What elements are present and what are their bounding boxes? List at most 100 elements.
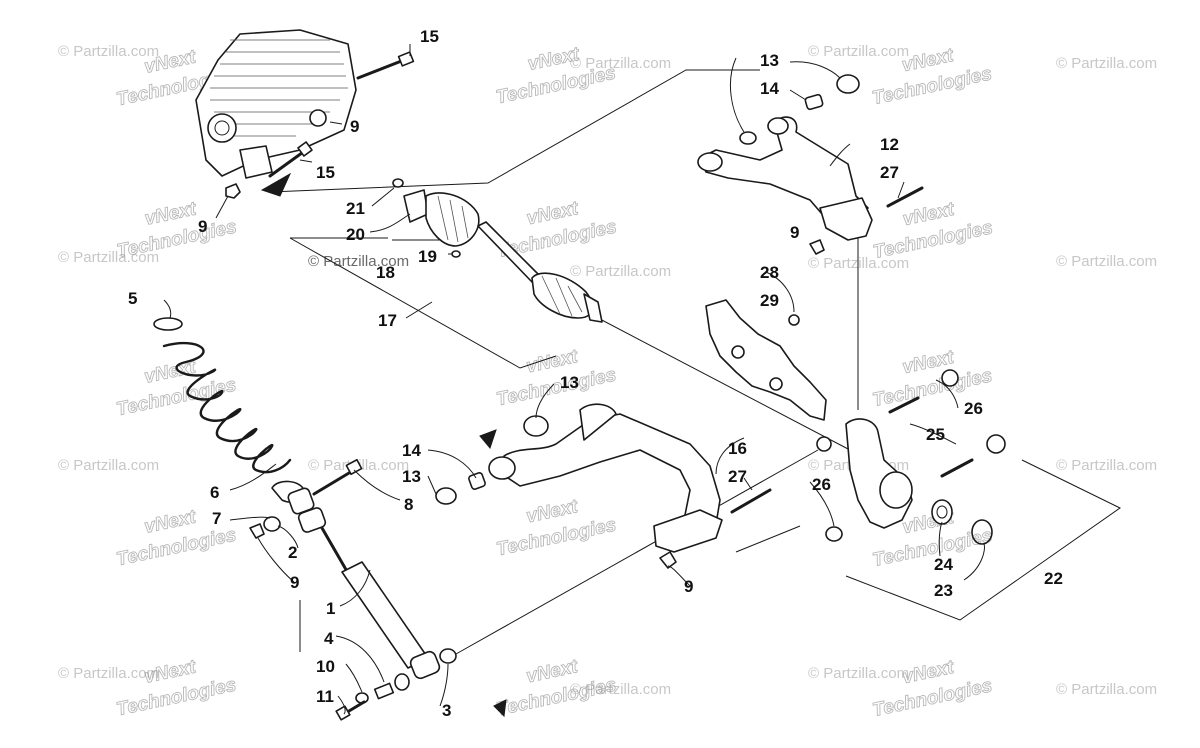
bolt-15-lower xyxy=(268,141,313,178)
callout-labels: 15 9 15 9 21 20 19 18 17 13 14 12 27 9 2… xyxy=(128,27,1063,720)
pointer-arrow-icon xyxy=(260,172,292,197)
callout-15: 15 xyxy=(316,163,335,182)
spring-coils xyxy=(162,341,292,474)
callout-22: 22 xyxy=(1044,569,1063,588)
lower-sleeve-14b xyxy=(468,472,486,490)
knuckle-bushing-26 xyxy=(816,436,832,452)
upper-bushing-13a xyxy=(836,74,860,94)
differential-mount-boss xyxy=(239,145,273,179)
watermark-partzilla: © Partzilla.com xyxy=(808,665,909,682)
bolt-8-shank xyxy=(312,468,356,496)
mount-nut-9a xyxy=(309,109,327,127)
pin-25-upper xyxy=(888,396,920,414)
knuckle-bushing-26b xyxy=(825,526,843,542)
watermark-partzilla: © Partzilla.com xyxy=(808,255,909,272)
spacer-4 xyxy=(373,682,395,700)
nut-9-shock xyxy=(249,523,265,539)
callout-19: 19 xyxy=(418,247,437,266)
callout-9: 9 xyxy=(350,117,359,136)
bushing-26-right xyxy=(986,434,1006,454)
differential-output-flange xyxy=(207,113,237,143)
axle-to-knuckle-line xyxy=(597,317,851,451)
callout-24: 24 xyxy=(934,555,953,574)
callout-23: 23 xyxy=(934,581,953,600)
knuckle-bearing-bore xyxy=(879,471,913,509)
watermark-partzilla: © Partzilla.com xyxy=(570,681,671,698)
callout-5: 5 xyxy=(128,289,137,308)
nut-9-left xyxy=(225,183,241,199)
callout-9: 9 xyxy=(290,573,299,592)
guard-plate xyxy=(705,299,827,421)
callout-11: 11 xyxy=(316,687,334,706)
callout-14: 14 xyxy=(760,79,779,98)
callout-16: 16 xyxy=(728,439,747,458)
callout-1: 1 xyxy=(326,599,335,618)
callout-leader-lines xyxy=(163,44,985,715)
callout-15: 15 xyxy=(420,27,439,46)
watermark-partzilla: © Partzilla.com xyxy=(58,457,159,474)
upper-washer-13 xyxy=(739,131,757,145)
nut-9-lower xyxy=(659,551,677,569)
watermark-partzilla: © Partzilla.com xyxy=(1056,681,1157,698)
watermark-partzilla: © Partzilla.com xyxy=(58,249,159,266)
watermark-partzilla: © Partzilla.com xyxy=(1056,55,1157,72)
outer-boot-ribs xyxy=(541,275,583,317)
shock-to-arm-line xyxy=(455,449,819,655)
lower-bushing-13b xyxy=(523,415,549,437)
watermark-partzilla: © Partzilla.com xyxy=(570,55,671,72)
guard-rivet xyxy=(769,377,783,391)
lower-a-arm xyxy=(435,403,772,569)
snap-ring-21 xyxy=(392,178,404,188)
lower-arm-rear-pivot xyxy=(488,456,516,480)
callout-3: 3 xyxy=(442,701,451,720)
upper-a-arm xyxy=(697,74,924,255)
lower-arm-bracket xyxy=(735,525,801,553)
pointer-arrow-icon xyxy=(479,429,497,450)
knuckle-assembly-bracket xyxy=(845,459,1121,621)
callout-13: 13 xyxy=(402,467,421,486)
callout-9: 9 xyxy=(790,223,799,242)
washer-3-lower xyxy=(394,673,410,691)
differential-body xyxy=(195,29,357,177)
callout-9: 9 xyxy=(684,577,693,596)
callout-21: 21 xyxy=(346,199,365,218)
bolt-27-lower xyxy=(730,488,772,514)
callout-9: 9 xyxy=(198,217,207,236)
differential-housing xyxy=(195,29,357,179)
callout-13: 13 xyxy=(560,373,579,392)
bushing-26-top xyxy=(941,369,959,387)
watermark-partzilla: © Partzilla.com xyxy=(308,253,409,270)
shock-body xyxy=(341,561,429,669)
callout-2: 2 xyxy=(288,543,297,562)
differential-texture xyxy=(210,39,348,137)
watermark-partzilla: © Partzilla.com xyxy=(58,43,159,60)
inner-boot-ribs xyxy=(437,195,469,243)
callout-14: 14 xyxy=(402,441,421,460)
shock-lower-eye xyxy=(409,650,441,680)
callout-28: 28 xyxy=(760,263,779,282)
callout-17: 17 xyxy=(378,311,397,330)
a-arm-guard xyxy=(705,299,827,421)
inner-cv-boot xyxy=(425,192,480,247)
upper-arm-rear-pivot xyxy=(697,152,723,172)
shock-bushing-3 xyxy=(439,648,457,664)
guard-rivet xyxy=(731,345,745,359)
pin-25-lower xyxy=(940,458,974,478)
snap-ring-23 xyxy=(971,519,993,545)
shock-absorber-assembly xyxy=(249,458,457,721)
bolt-11-head xyxy=(335,705,351,721)
watermark-partzilla: © Partzilla.com xyxy=(808,43,909,60)
lower-bushing-13c xyxy=(435,487,457,505)
inner-cv-joint xyxy=(403,189,429,223)
lower-ball-joint-bracket xyxy=(653,509,723,553)
wheel-bearing-inner xyxy=(936,505,948,519)
watermark-partzilla: © Partzilla.com xyxy=(58,665,159,682)
steering-knuckle xyxy=(816,369,1006,545)
spring-retainer-5 xyxy=(153,317,183,331)
callout-6: 6 xyxy=(210,483,219,502)
callout-20: 20 xyxy=(346,225,365,244)
upper-sleeve-14a xyxy=(804,93,824,111)
watermark-partzilla: © Partzilla.com xyxy=(570,263,671,280)
callout-27: 27 xyxy=(728,467,747,486)
